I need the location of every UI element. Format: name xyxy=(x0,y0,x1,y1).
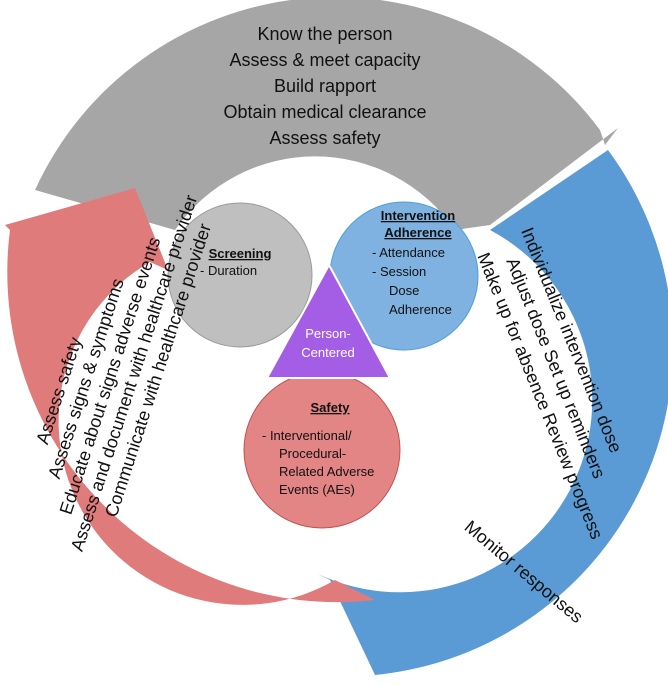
top-arrow-line-3: Build rapport xyxy=(274,76,376,96)
screening-item-1: - Duration xyxy=(200,263,257,278)
safety-title: Safety xyxy=(310,400,350,415)
adherence-item-2: - Session xyxy=(372,264,426,279)
adherence-item-3: Dose xyxy=(389,283,419,298)
safety-item-3: Related Adverse xyxy=(279,464,374,479)
top-arrow-line-4: Obtain medical clearance xyxy=(223,102,426,122)
left-arrow-band xyxy=(5,188,375,605)
adherence-title-line-2: Adherence xyxy=(384,225,451,240)
top-arrow-line-2: Assess & meet capacity xyxy=(229,50,420,70)
safety-item-2: Procedural- xyxy=(279,446,346,461)
top-arrow-band xyxy=(35,0,618,230)
adherence-item-4: Adherence xyxy=(389,302,452,317)
right-arrow-band xyxy=(310,150,668,675)
person-centered-triangle xyxy=(265,262,392,379)
safety-item-4: Events (AEs) xyxy=(279,482,355,497)
top-arrow-line-1: Know the person xyxy=(257,24,392,44)
center-line-1: Person- xyxy=(305,326,351,341)
adherence-title-line-1: Intervention xyxy=(381,208,455,223)
screening-title: Screening xyxy=(209,246,272,261)
screening-circle xyxy=(167,202,313,348)
adherence-item-1: - Attendance xyxy=(372,245,445,260)
top-arrow-line-5: Assess safety xyxy=(269,128,380,148)
center-line-2: Centered xyxy=(301,345,354,360)
safety-item-1: - Interventional/ xyxy=(262,428,352,443)
